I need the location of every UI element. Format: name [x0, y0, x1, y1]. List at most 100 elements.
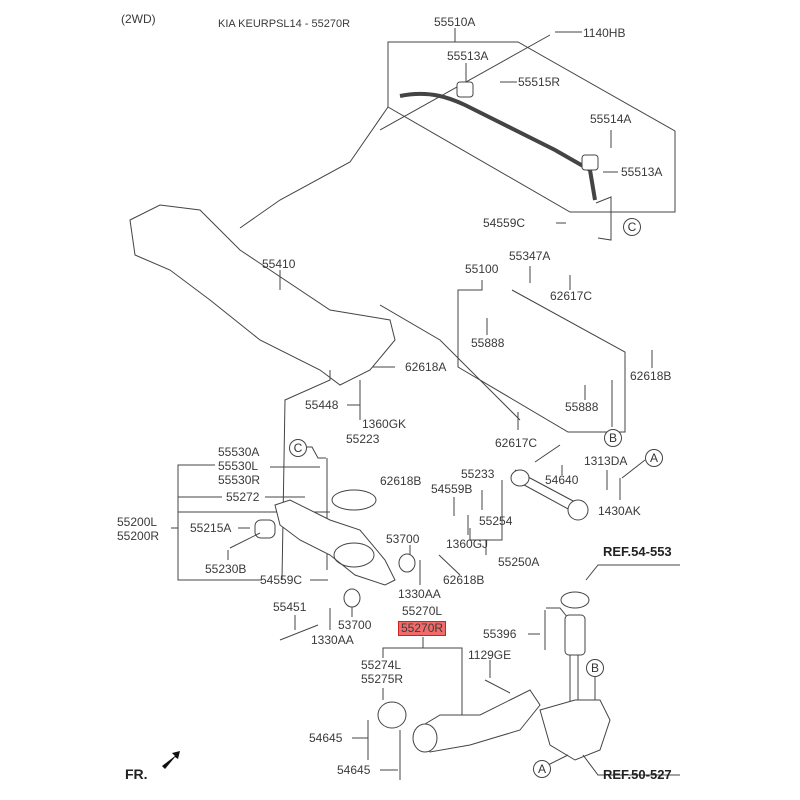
diagram-title: KIA KEURPSL14 - 55270R: [218, 18, 351, 30]
part-55510A[interactable]: 55510A: [434, 15, 476, 29]
bushing-55513A-2: [581, 154, 599, 171]
part-55215A[interactable]: 55215A: [190, 521, 232, 535]
part-55272[interactable]: 55272: [226, 490, 260, 504]
callout-B-top: B: [604, 429, 622, 447]
front-arrow-icon: [162, 751, 180, 769]
shock-boot: [564, 614, 586, 656]
bushing-55250A: [510, 469, 530, 487]
leader-62618B-3: [438, 554, 461, 576]
part-62618B[interactable]: 62618B: [630, 369, 672, 383]
bolt-54640: [534, 444, 561, 463]
part-55513A-2[interactable]: 55513A: [621, 165, 663, 179]
part-62617C[interactable]: 62617C: [550, 289, 593, 303]
part-55230B[interactable]: 55230B: [205, 562, 247, 576]
leader-ref-54-553: [585, 564, 680, 581]
callout-B-bottom: B: [586, 659, 604, 677]
stabilizer-bar-55510A: [399, 91, 597, 201]
part-55254[interactable]: 55254: [479, 514, 513, 528]
part-55451[interactable]: 55451: [273, 600, 307, 614]
part-55233[interactable]: 55233: [461, 467, 495, 481]
part-1140HB[interactable]: 1140HB: [583, 26, 626, 40]
bushing-53700-1: [398, 553, 416, 573]
part-1313DA[interactable]: 1313DA: [584, 454, 628, 468]
callout-C-bottom: C: [289, 439, 307, 457]
leader-55410-to-top: [239, 106, 389, 229]
part-55888[interactable]: 55888: [471, 336, 505, 350]
part-55513A[interactable]: 55513A: [447, 49, 489, 63]
part-55448[interactable]: 55448: [305, 398, 339, 412]
part-55100[interactable]: 55100: [465, 262, 499, 276]
part-55200L[interactable]: 55200L: [117, 515, 158, 529]
part-1360GK[interactable]: 1360GK: [362, 417, 407, 431]
leader-55510A: [387, 28, 676, 213]
part-55514A[interactable]: 55514A: [590, 112, 632, 126]
bracket-55270-left: [382, 637, 424, 658]
part-55274L[interactable]: 55274L: [361, 658, 402, 672]
part-55530A[interactable]: 55530A: [218, 445, 260, 459]
callout-C-leader: [305, 446, 326, 459]
ref-54-553[interactable]: REF.54-553: [603, 544, 672, 559]
part-55396[interactable]: 55396: [483, 627, 517, 641]
part-55530R[interactable]: 55530R: [218, 473, 261, 487]
callout-C-top: C: [623, 218, 641, 236]
leader-A-top: [621, 459, 646, 479]
leader-subframe-to-arm: [281, 370, 331, 581]
part-55275R[interactable]: 55275R: [361, 672, 404, 686]
part-54559C[interactable]: 54559C: [483, 216, 526, 230]
leader-55396-b: [546, 607, 569, 619]
subframe-55410: [129, 204, 396, 386]
knuckle: [539, 699, 611, 761]
bracket-55200: [177, 464, 262, 581]
part-1129GE[interactable]: 1129GE: [468, 648, 512, 662]
callout-A-top: A: [645, 449, 663, 467]
part-54559C-2[interactable]: 54559C: [260, 573, 303, 587]
part-54645[interactable]: 54645: [309, 731, 343, 745]
part-1330AA[interactable]: 1330AA: [398, 587, 441, 601]
leader-A-bottom: [547, 754, 569, 766]
part-62618B-3[interactable]: 62618B: [443, 573, 485, 587]
variant-label: (2WD): [121, 12, 156, 26]
bracket-55250A: [469, 480, 503, 541]
spring-seat: [331, 489, 377, 511]
trailing-arm-bushing-eye: [412, 723, 438, 753]
part-62618A[interactable]: 62618A: [405, 360, 447, 374]
part-55515R[interactable]: 55515R: [518, 75, 561, 89]
arm-spring-pocket: [333, 542, 375, 568]
part-1360GJ[interactable]: 1360GJ: [446, 537, 489, 551]
part-53700[interactable]: 53700: [386, 532, 420, 546]
part-54559B[interactable]: 54559B: [431, 482, 473, 496]
bracket-55270-right: [423, 647, 463, 730]
lower-arm-55200: [274, 499, 396, 586]
part-1430AK[interactable]: 1430AK: [598, 504, 641, 518]
part-55250A[interactable]: 55250A: [498, 555, 540, 569]
bushing-55215A: [254, 519, 276, 539]
bushing-53700-2: [343, 588, 361, 608]
ref-50-527[interactable]: REF.50-527: [603, 767, 672, 782]
part-53700-2[interactable]: 53700: [338, 618, 372, 632]
leader-ref-50-527: [582, 754, 680, 776]
callout-C-leader-top: [595, 196, 612, 241]
part-55347A[interactable]: 55347A: [509, 249, 551, 263]
shock-mount: [560, 591, 590, 609]
part-62618B-2[interactable]: 62618B: [380, 474, 422, 488]
part-55200R[interactable]: 55200R: [117, 529, 160, 543]
part-55270R-highlighted[interactable]: 55270R: [398, 621, 447, 636]
part-55410[interactable]: 55410: [262, 257, 296, 271]
bushing-55513A-1: [456, 81, 474, 98]
callout-A-bottom: A: [533, 760, 551, 778]
trailing-arm-55270R: [414, 689, 541, 753]
part-54640[interactable]: 54640: [545, 473, 579, 487]
part-55888-2[interactable]: 55888: [565, 400, 599, 414]
part-54645-2[interactable]: 54645: [337, 763, 371, 777]
part-1330AA-2[interactable]: 1330AA: [311, 633, 354, 647]
leader-55100: [457, 280, 626, 433]
bushing-55274: [377, 701, 407, 729]
leader-right-arm: [379, 304, 521, 421]
part-55270L[interactable]: 55270L: [402, 604, 443, 618]
bolt-55451: [279, 624, 319, 641]
part-62617C-2[interactable]: 62617C: [495, 436, 538, 450]
part-55530L[interactable]: 55530L: [218, 459, 259, 473]
bolt-55230B: [229, 532, 261, 549]
part-55223[interactable]: 55223: [346, 432, 380, 446]
